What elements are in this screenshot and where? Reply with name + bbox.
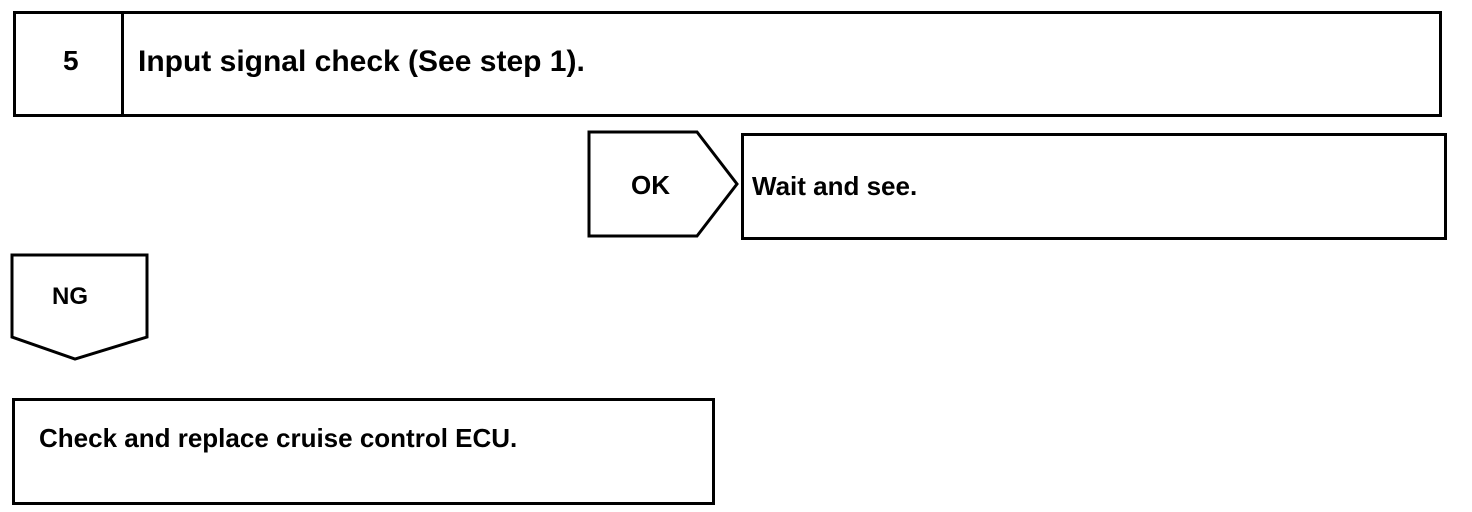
step-title: Input signal check (See step 1).: [138, 45, 585, 78]
step-header-box: [13, 11, 1442, 117]
ng-result-box: [12, 398, 715, 505]
ok-label: OK: [631, 170, 670, 200]
step-number: 5: [63, 45, 79, 76]
step-number-divider: [121, 14, 124, 114]
ok-result-box: [741, 133, 1447, 240]
ok-result-text: Wait and see.: [752, 171, 918, 201]
ok-arrow-shape: [587, 130, 739, 238]
ng-result-text: Check and replace cruise control ECU.: [39, 423, 518, 453]
ng-arrow-shape: [10, 253, 149, 361]
ng-label: NG: [52, 283, 88, 310]
